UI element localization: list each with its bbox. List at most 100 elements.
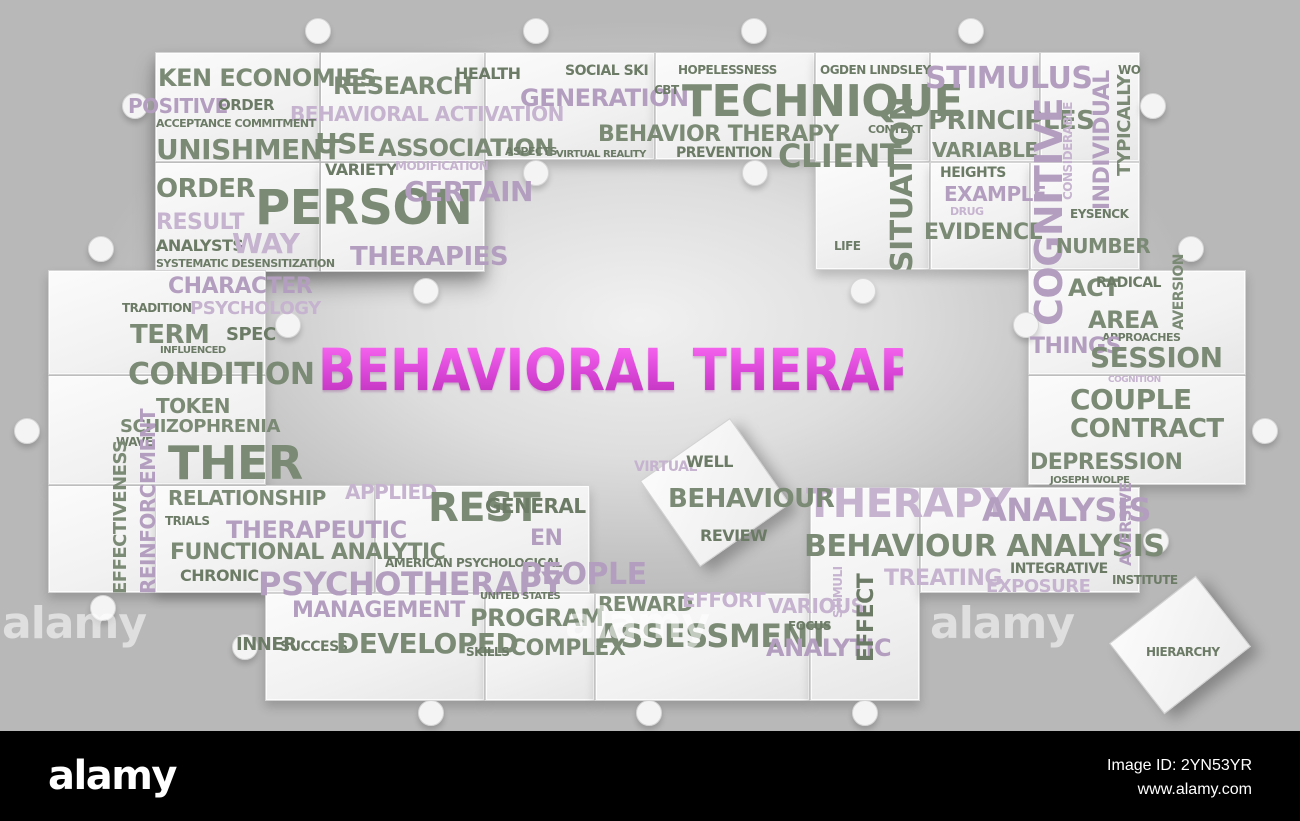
word: EN (530, 526, 563, 551)
word: USE (315, 127, 376, 160)
puzzle-knob (232, 634, 258, 660)
word: INNER (236, 634, 297, 655)
puzzle-knob (122, 93, 148, 119)
word: SESSION (1090, 341, 1223, 374)
word: TERM (130, 320, 210, 350)
word: REVIEW (700, 526, 768, 545)
word: DEVELOPED (336, 627, 519, 660)
word: UNITED STATES (480, 591, 561, 602)
word: MANAGEMENT (292, 598, 465, 623)
word: COGNITION (1108, 375, 1161, 385)
word: CBT (654, 83, 679, 97)
word: VARIABLE (932, 138, 1038, 162)
word: PROGRAM (470, 604, 604, 632)
puzzle-knob (1140, 93, 1166, 119)
word: AREA (1088, 306, 1159, 334)
word: TYPICALLY (1114, 74, 1135, 176)
seam (1028, 375, 1246, 376)
word: SPEC (226, 324, 276, 345)
puzzle-knob (90, 595, 116, 621)
word: UNISHMENT (156, 133, 342, 166)
puzzle-piece (485, 593, 595, 701)
puzzle-knob (636, 700, 662, 726)
puzzle-piece (930, 52, 1040, 162)
puzzle-knob (1143, 528, 1169, 554)
puzzle-piece (320, 52, 485, 162)
alamy-logo[interactable]: alamy (48, 753, 177, 799)
word: ASPECTS (505, 145, 558, 158)
word: ASSOCIATION (378, 134, 555, 162)
puzzle-piece (655, 52, 815, 160)
word: GENERAL (485, 494, 586, 518)
word: DEPRESSION (1030, 450, 1183, 475)
main-title: BEHAVIORAL THERAPY (318, 336, 953, 404)
word: SCHIZOPHRENIA (120, 416, 280, 437)
word: SITUATION (885, 96, 920, 272)
word: SKILLS (466, 645, 510, 659)
word: CLIENT (778, 137, 902, 175)
word: COUPLE (1070, 383, 1192, 416)
puzzle-piece (810, 487, 920, 701)
word: AVERSION (1171, 254, 1187, 330)
site-url-link[interactable]: www.alamy.com (1137, 781, 1252, 798)
word: HEALTH (455, 64, 521, 83)
puzzle-knob (741, 18, 767, 44)
word: THERAPY (806, 481, 1011, 527)
word: GENERATION (520, 84, 689, 112)
word: STIMULI (831, 566, 845, 618)
puzzle-knob (1013, 312, 1039, 338)
puzzle-piece (930, 162, 1030, 270)
word: ANALYTIC (766, 634, 892, 662)
puzzle-knob (850, 278, 876, 304)
word: APPROACHES (1102, 331, 1181, 344)
seam (155, 162, 485, 163)
puzzle-piece (375, 485, 590, 593)
word: MODIFICATION (395, 159, 489, 173)
word: ANALYSIS (982, 491, 1151, 529)
word: REST (428, 485, 541, 531)
word: RESEARCH (333, 72, 473, 100)
word: INFLUENCED (160, 345, 226, 356)
puzzle-piece (1028, 270, 1246, 375)
word: EXPOSURE (986, 576, 1091, 597)
stock-footer-bar: alamy Image ID: 2YN53YR www.alamy.com (0, 731, 1300, 821)
word: CONTEXT (868, 123, 923, 136)
word: LIFE (834, 239, 861, 253)
puzzle-piece (48, 270, 266, 375)
word: HEIGHTS (940, 165, 1006, 181)
puzzle-piece (48, 375, 266, 485)
word: VIRTUAL (634, 459, 697, 475)
word: PREVENTION (676, 145, 773, 161)
word: RESULT (156, 210, 245, 235)
word: PRINCIPLES (928, 106, 1095, 136)
puzzle-knob (14, 418, 40, 444)
puzzle-knob (1252, 418, 1278, 444)
puzzle-piece (815, 162, 930, 270)
puzzle-knob (88, 236, 114, 262)
puzzle-piece (595, 593, 810, 701)
puzzle-knob (523, 160, 549, 186)
word: BEHAVIOUR ANALYSIS (804, 529, 1165, 564)
puzzle-piece (155, 52, 320, 162)
word: EFFORT (682, 588, 766, 612)
word: TECHNIQUE (682, 76, 964, 127)
word: THER (168, 436, 303, 490)
puzzle-knob (413, 278, 439, 304)
word: ASSESSMENT (596, 617, 830, 655)
word: CONDITION (128, 357, 315, 392)
word: RELATIONSHIP (168, 486, 326, 510)
puzzle-knob (852, 700, 878, 726)
word: INTEGRATIVE (1010, 561, 1108, 577)
puzzle-knob (275, 312, 301, 338)
word: CONTRACT (1070, 414, 1224, 444)
word: THERAPEUTIC (226, 516, 407, 544)
word: ORDER (156, 174, 256, 204)
word: FUNCTIONAL ANALYTIC (170, 540, 446, 565)
puzzle-knob (305, 18, 331, 44)
word: ANALYSTS (156, 236, 244, 255)
word: WAY (232, 227, 300, 260)
word: ACT (1068, 274, 1120, 302)
word: BEHAVIORAL ACTIVATION (290, 102, 564, 126)
puzzle-knob (958, 18, 984, 44)
word: ORDER (218, 96, 275, 114)
